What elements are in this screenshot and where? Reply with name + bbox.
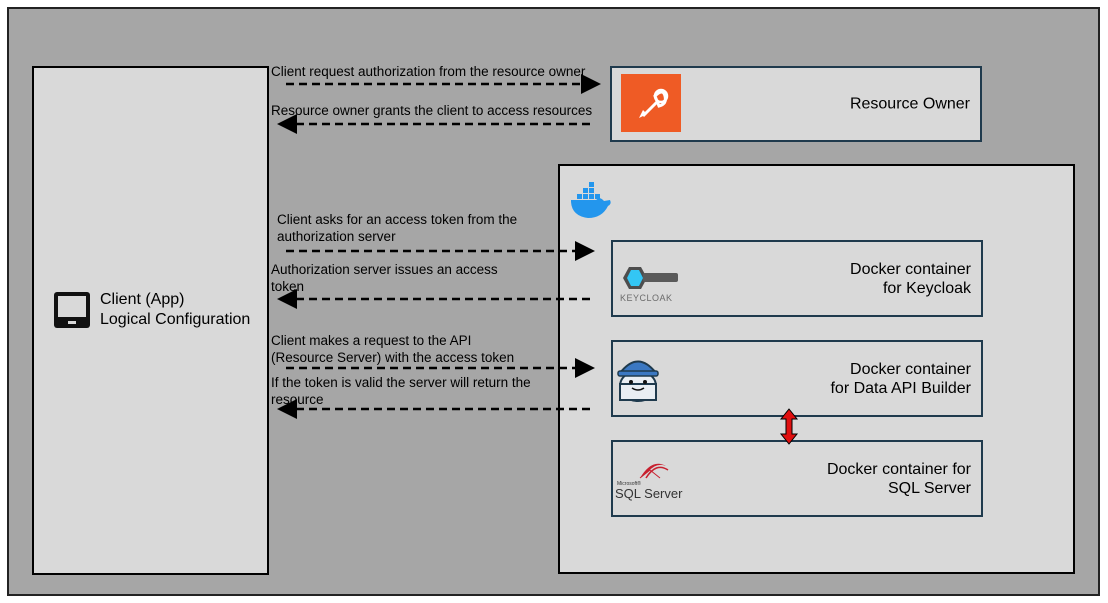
keycloak-container-box: Docker container for Keycloak — [611, 240, 983, 317]
message-3: Client asks for an access token from the… — [277, 212, 518, 244]
dab-container-box: Docker container for Data API Builder — [611, 340, 983, 417]
dab-label: Docker container for Data API Builder — [830, 360, 971, 397]
sqlserver-label: Docker container for SQL Server — [826, 460, 971, 497]
message-4: Authorization server issues an access to… — [271, 262, 498, 294]
postman-icon — [621, 74, 681, 132]
message-6: If the token is valid the server will re… — [271, 375, 531, 407]
resource-owner-label: Resource Owner — [849, 95, 970, 113]
keycloak-label: Docker container for Keycloak — [850, 260, 971, 297]
message-2: Resource owner grants the client to acce… — [271, 103, 593, 118]
message-5: Client makes a request to the API (Resou… — [271, 333, 515, 365]
message-1: Client request authorization from the re… — [271, 64, 586, 79]
client-label: Client (App) Logical Configuration — [100, 291, 251, 328]
sqlserver-container-box: Docker container for SQL Server — [611, 440, 983, 517]
